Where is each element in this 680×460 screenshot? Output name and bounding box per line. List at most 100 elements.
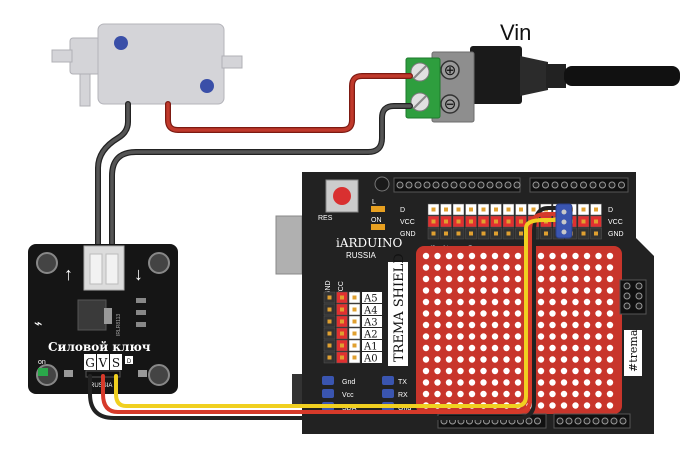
- header-hole-icon: [504, 181, 512, 189]
- proto-hole-icon: [560, 402, 568, 409]
- trema-pin-contact: [327, 343, 332, 348]
- proto-hole-icon: [537, 379, 545, 386]
- uart-right-label: TX: [398, 379, 407, 386]
- trema-pin-contact: [444, 219, 448, 224]
- proto-hole-icon: [457, 275, 464, 283]
- trema-pin-contact: [456, 219, 461, 224]
- proto-hole-icon: [572, 344, 579, 352]
- proto-hole-icon: [480, 356, 487, 363]
- proto-hole-icon: [606, 287, 614, 294]
- hashtag-box: [624, 330, 642, 376]
- proto-hole-icon: [549, 379, 556, 386]
- header-hole-icon: [601, 417, 609, 425]
- plus-symbol: ⊕: [444, 62, 457, 79]
- proto-hole-icon: [457, 298, 464, 306]
- proto-hole-icon: [434, 264, 441, 271]
- trema-pin-contact: [352, 355, 357, 360]
- proto-hole-icon: [445, 333, 453, 340]
- proto-hole-icon: [503, 367, 510, 375]
- proto-hole-icon: [560, 287, 568, 294]
- proto-hole-icon: [468, 344, 476, 352]
- trema-pin-contact: [444, 231, 448, 236]
- proto-hole-icon: [468, 333, 476, 340]
- icsp-hole-icon: [635, 302, 643, 310]
- proto-hole-icon: [480, 287, 487, 294]
- proto-hole-icon: [595, 390, 602, 398]
- trema-pin-contact: [352, 343, 357, 348]
- module-title: Силовой ключ: [48, 340, 151, 354]
- proto-hole-icon: [422, 298, 430, 306]
- proto-hole-icon: [468, 367, 476, 375]
- header-hole-icon: [599, 181, 606, 189]
- res-label: RES: [318, 215, 333, 222]
- proto-hole-icon: [468, 275, 476, 283]
- trema-pin-contact: [594, 207, 598, 212]
- proto-hole-icon: [491, 321, 499, 329]
- trema-pin-contact: [581, 207, 586, 212]
- proto-hole-icon: [537, 333, 545, 340]
- mounting-hole-icon: [374, 176, 390, 192]
- mosfet-chip: [77, 299, 107, 331]
- proto-hole-icon: [491, 367, 499, 375]
- uart-pin-right: [382, 376, 394, 385]
- proto-hole-icon: [514, 356, 522, 363]
- analog-label-box: [362, 304, 382, 315]
- proto-hole-icon: [491, 275, 499, 283]
- reset-button-icon[interactable]: [333, 187, 351, 205]
- proto-hole-icon: [572, 379, 579, 386]
- header-top-right: [529, 177, 629, 193]
- pump-screw-icon: [200, 79, 214, 93]
- trema-pin-contact: [327, 331, 332, 336]
- arrow-down-icon: ↓: [134, 264, 143, 284]
- hashtag-label: #trema: [627, 329, 640, 372]
- proto-hole-icon: [422, 310, 430, 317]
- trema-pin-contact: [519, 231, 523, 236]
- analog-pin-label: A4: [363, 306, 378, 317]
- trema-pin-contact: [469, 231, 473, 236]
- minus-symbol: ⊖: [444, 96, 457, 113]
- proto-hole-icon: [583, 252, 591, 260]
- proto-hole-icon: [572, 356, 579, 363]
- pin-v-box: [97, 354, 109, 370]
- proto-hole-icon: [595, 367, 602, 375]
- proto-hole-icon: [422, 379, 430, 386]
- proto-hole-icon: [503, 287, 510, 294]
- shield-name: TREMA SHIELD: [392, 253, 407, 362]
- header-hole-icon: [486, 181, 494, 189]
- proto-hole-icon: [445, 321, 453, 329]
- proto-hole-icon: [595, 310, 602, 317]
- analog-gnd-label: GND: [325, 280, 332, 296]
- trema-pin-contact: [340, 343, 344, 348]
- proto-hole-icon: [572, 252, 579, 260]
- on-label: ON: [371, 217, 382, 224]
- proto-hole-icon: [572, 367, 579, 375]
- header-hole-icon: [495, 181, 503, 189]
- proto-hole-icon: [514, 275, 522, 283]
- proto-hole-icon: [606, 298, 614, 306]
- proto-hole-icon: [434, 333, 441, 340]
- proto-hole-icon: [606, 402, 614, 409]
- module-d-label: D: [127, 359, 132, 365]
- header-hole-icon: [414, 181, 422, 189]
- row-d-label: D: [400, 207, 405, 214]
- proto-hole-icon: [560, 379, 568, 386]
- proto-hole-icon: [445, 275, 453, 283]
- proto-hole-icon: [537, 402, 545, 409]
- proto-hole-icon: [572, 264, 579, 271]
- proto-hole-icon: [606, 310, 614, 317]
- proto-hole-icon: [537, 252, 545, 260]
- header-hole-icon: [561, 181, 568, 189]
- pump-nozzle-left: [51, 49, 73, 63]
- vin-label: Vin: [500, 20, 531, 45]
- proto-hole-icon: [560, 264, 568, 271]
- proto-hole-icon: [445, 344, 453, 352]
- trema-pin-contact: [431, 231, 436, 236]
- proto-hole-icon: [491, 298, 499, 306]
- proto-hole-icon: [457, 321, 464, 329]
- proto-hole-icon: [537, 356, 545, 363]
- proto-hole-icon: [549, 356, 556, 363]
- header-hole-icon: [592, 417, 600, 425]
- trema-pin-contact: [481, 231, 486, 236]
- proto-hole-icon: [514, 379, 522, 386]
- uart-right-label: Gnd: [398, 405, 411, 412]
